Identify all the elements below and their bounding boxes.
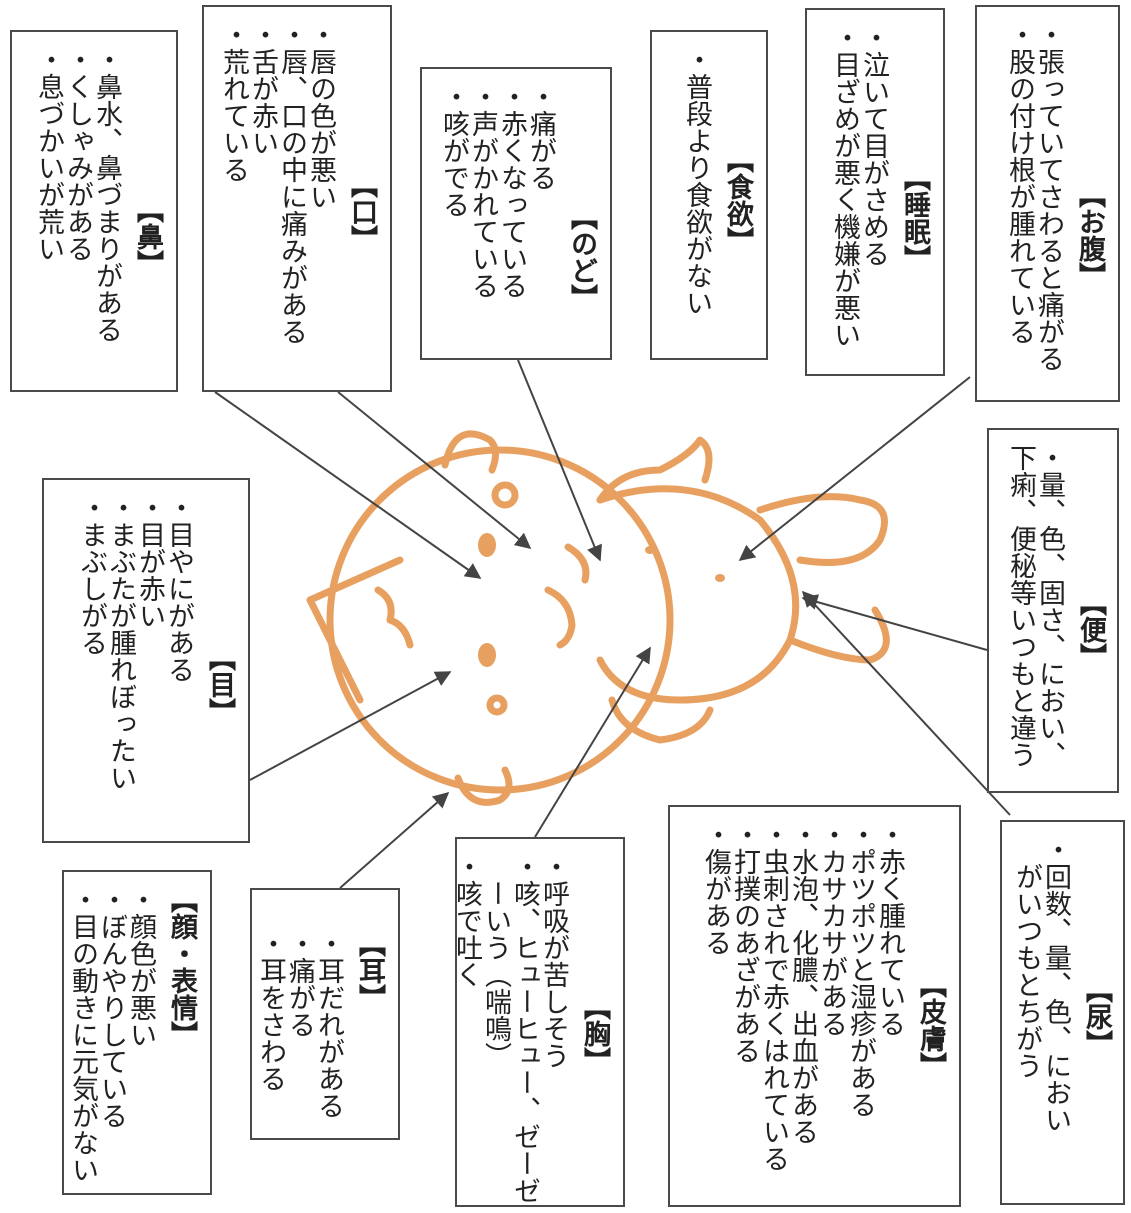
section-skin-item: カサカサがある [816, 821, 847, 1172]
section-nose-item: 息づかいが荒い [33, 46, 64, 343]
section-chest-item: ーいう（喘鳴） [480, 880, 511, 1069]
section-skin-item: 打撲のあざがある [729, 821, 760, 1172]
section-chest-item: 咳、ヒューヒュー、ゼーゼ [509, 853, 540, 1204]
section-ear-item: 耳だれがある [313, 930, 344, 1119]
section-urine-title: 【尿】 [1081, 976, 1112, 1057]
section-throat-item: 赤くなっている [496, 83, 527, 311]
section-skin-item: 水泡、化膿、出血がある [787, 821, 818, 1172]
section-chest-text: 【胸】 呼吸が苦しそう 咳、ヒューヒュー、ゼーゼ ーいう（喘鳴） 咳で吐く [451, 853, 610, 1204]
section-chest-title: 【胸】 [579, 993, 610, 1074]
section-sleep-item: 目ざめが悪く機嫌が悪い [829, 24, 860, 348]
section-stool-item: 下痢、便秘等いつもと違う [1005, 444, 1036, 768]
section-nose-item: 鼻水、鼻づまりがある [91, 46, 122, 343]
section-belly: 【お腹】 張っていてさわると痛がる 股の付け根が腫れている [975, 5, 1120, 402]
section-urine-item: がいつもとちがう [1011, 863, 1042, 1079]
section-throat: 【のど】 痛がる 赤くなっている 声がかれている 咳がでる [420, 67, 612, 360]
section-appetite-text: 【食欲】 普段より食欲がない [681, 46, 753, 316]
section-nose-title: 【鼻】 [132, 196, 163, 277]
section-nose: 【鼻】 鼻水、鼻づまりがある くしゃみがある 息づかいが荒い [10, 30, 178, 392]
section-skin-item: ポツポツと湿疹がある [845, 821, 876, 1172]
section-sleep: 【睡眠】 泣いて目がさめる 目ざめが悪く機嫌が悪い [805, 8, 945, 376]
section-mouth-text: 【口】 唇の色が悪い 唇、口の中に痛みがある 舌が赤い 荒れている [218, 21, 377, 345]
section-stool-title: 【便】 [1075, 589, 1106, 670]
section-appetite-item: 普段より食欲がない [681, 46, 712, 316]
section-nose-text: 【鼻】 鼻水、鼻づまりがある くしゃみがある 息づかいが荒い [33, 46, 163, 343]
section-belly-text: 【お腹】 張っていてさわると痛がる 股の付け根が腫れている [1004, 21, 1105, 372]
section-ear-text: 【耳】 耳だれがある 痛がる 耳をさわる [255, 930, 385, 1119]
section-face: 【顔・表情】 顔色が悪い ぼんやりしている 目の動きに元気がない [62, 870, 212, 1195]
section-belly-title: 【お腹】 [1074, 181, 1105, 289]
section-throat-item: 咳がでる [438, 83, 469, 311]
section-skin-title: 【皮膚】 [915, 971, 946, 1079]
section-eye-item: 目やにがある [163, 494, 194, 791]
section-mouth-item: 舌が赤い [247, 21, 278, 345]
section-nose-item: くしゃみがある [62, 46, 93, 343]
section-chest: 【胸】 呼吸が苦しそう 咳、ヒューヒュー、ゼーゼ ーいう（喘鳴） 咳で吐く [451, 837, 625, 1207]
section-skin: 【皮膚】 赤く腫れている ポツポツと湿疹がある カサカサがある 水泡、化膿、出血… [668, 805, 961, 1207]
section-face-title: 【顔・表情】 [166, 886, 197, 1048]
section-skin-text: 【皮膚】 赤く腫れている ポツポツと湿疹がある カサカサがある 水泡、化膿、出血… [700, 821, 946, 1172]
section-eye-item: 目が赤い [134, 494, 165, 791]
section-mouth-title: 【口】 [346, 171, 377, 252]
section-throat-item: 声がかれている [467, 83, 498, 311]
section-belly-item: 張っていてさわると痛がる [1033, 21, 1064, 372]
section-urine: 【尿】 回数、量、色、におい がいつもとちがう [1000, 820, 1125, 1205]
section-urine-text: 【尿】 回数、量、色、におい がいつもとちがう [1011, 836, 1112, 1133]
section-eye: 【目】 目やにがある 目が赤い まぶたが腫れぼったい まぶしがる [42, 478, 250, 843]
section-skin-item: 虫刺されで赤くはれている [758, 821, 789, 1172]
section-eye-item: まぶたが腫れぼったい [105, 494, 136, 791]
section-skin-item: 傷がある [700, 821, 731, 1172]
section-appetite: 【食欲】 普段より食欲がない [650, 30, 768, 360]
section-mouth-item: 唇の色が悪い [305, 21, 336, 345]
section-ear-title: 【耳】 [354, 930, 385, 1011]
section-face-text: 【顔・表情】 顔色が悪い ぼんやりしている 目の動きに元気がない [67, 886, 197, 1183]
section-mouth-item: 荒れている [218, 21, 249, 345]
section-sleep-text: 【睡眠】 泣いて目がさめる 目ざめが悪く機嫌が悪い [829, 24, 930, 348]
section-stool: 【便】 量、色、固さ、におい、 下痢、便秘等いつもと違う [987, 428, 1119, 793]
section-stool-text: 【便】 量、色、固さ、におい、 下痢、便秘等いつもと違う [1005, 444, 1106, 768]
section-ear-item: 痛がる [284, 930, 315, 1119]
section-stool-item: 量、色、固さ、におい、 [1034, 444, 1065, 768]
section-chest-item: 咳で吐く [451, 853, 482, 1204]
section-face-item: 顔色が悪い [125, 886, 156, 1183]
section-throat-text: 【のど】 痛がる 赤くなっている 声がかれている 咳がでる [438, 83, 597, 311]
section-eye-text: 【目】 目やにがある 目が赤い まぶたが腫れぼったい まぶしがる [76, 494, 235, 791]
section-ear: 【耳】 耳だれがある 痛がる 耳をさわる [250, 888, 400, 1140]
section-skin-item: 赤く腫れている [874, 821, 905, 1172]
section-sleep-title: 【睡眠】 [899, 164, 930, 272]
section-belly-item: 股の付け根が腫れている [1004, 21, 1035, 372]
section-mouth-item: 唇、口の中に痛みがある [276, 21, 307, 345]
figure-outline [306, 430, 890, 806]
section-throat-item: 痛がる [525, 83, 556, 311]
section-face-item: 目の動きに元気がない [67, 886, 98, 1183]
section-chest-item: 呼吸が苦しそう [538, 853, 569, 1204]
pointer-arrows [214, 359, 1011, 889]
section-ear-item: 耳をさわる [255, 930, 286, 1119]
section-eye-item: まぶしがる [76, 494, 107, 791]
section-throat-title: 【のど】 [566, 203, 597, 311]
figure-eyes [478, 533, 725, 667]
section-face-item: ぼんやりしている [96, 886, 127, 1183]
section-eye-title: 【目】 [204, 644, 235, 725]
section-appetite-title: 【食欲】 [722, 146, 753, 254]
section-mouth: 【口】 唇の色が悪い 唇、口の中に痛みがある 舌が赤い 荒れている [202, 5, 392, 392]
section-urine-item: 回数、量、色、におい [1040, 836, 1071, 1133]
section-sleep-item: 泣いて目がさめる [858, 24, 889, 348]
